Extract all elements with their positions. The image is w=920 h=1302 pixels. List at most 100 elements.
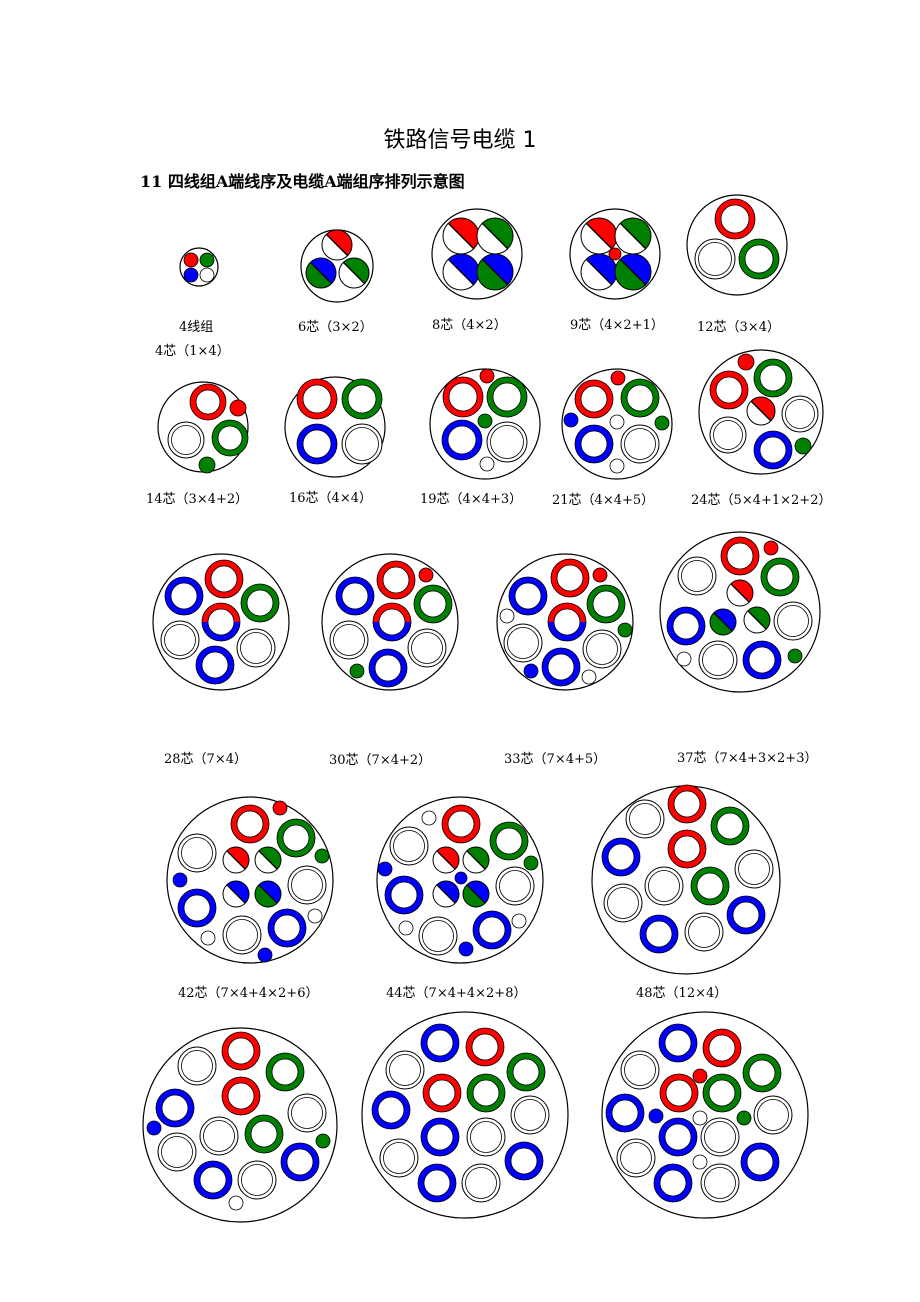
quad-group-inner xyxy=(785,399,815,429)
quad-group-blue xyxy=(268,909,306,947)
quad-group-inner xyxy=(738,853,770,885)
quad-group-red xyxy=(551,559,589,597)
quad-group-outline xyxy=(276,818,316,858)
quad-group-outline xyxy=(207,608,235,636)
quad-group-red xyxy=(205,560,243,598)
quad-group-red xyxy=(710,371,748,409)
pair-half-blue xyxy=(482,254,513,285)
pair-half-red xyxy=(448,218,479,249)
quad-group-outline xyxy=(390,881,418,909)
quad-group-green xyxy=(245,1115,283,1153)
quad-group-white xyxy=(582,629,622,669)
quad-group-outline xyxy=(201,602,241,642)
quad-group-white xyxy=(341,423,383,465)
pair-half-green xyxy=(477,259,508,290)
quad-group-green xyxy=(212,420,248,456)
quad-group-outline xyxy=(341,378,383,420)
quad-group-outline xyxy=(607,843,635,871)
quad-group-blue xyxy=(542,648,580,686)
quad-group-blue xyxy=(336,577,374,615)
quad-group-white xyxy=(510,1095,550,1135)
quad-group-outline xyxy=(227,1037,255,1065)
quad-group-white xyxy=(503,623,543,663)
pair-divider xyxy=(481,222,509,250)
quad-group-green xyxy=(691,867,729,905)
quad-group-outline xyxy=(265,1052,305,1092)
pair-half-green xyxy=(615,259,646,290)
quad-group-outline xyxy=(556,564,584,592)
quad-group-outline xyxy=(441,804,481,844)
quad-group-outline xyxy=(195,389,221,415)
pair-half-green xyxy=(482,218,513,249)
quad-group-outline xyxy=(478,916,506,944)
quad-group-inner xyxy=(333,624,365,656)
quad-group-blue xyxy=(754,431,792,469)
quad-group-outline xyxy=(422,1073,462,1113)
quad-group-outline xyxy=(221,1076,261,1116)
quad-group-outline xyxy=(720,204,750,234)
pair-divider xyxy=(481,258,509,286)
quad-group-blue xyxy=(505,1142,543,1180)
quad-group-inner xyxy=(757,1099,789,1131)
quad-group-green xyxy=(277,819,315,857)
quad-group-outline xyxy=(702,1028,742,1068)
quad-group-outline xyxy=(250,1120,278,1148)
quad-group-outline xyxy=(512,1058,540,1086)
quad-group-outline xyxy=(715,376,743,404)
quad-group-red xyxy=(466,1028,504,1066)
quad-group-white xyxy=(625,799,665,839)
quad-group-red xyxy=(703,1029,741,1067)
quad-group-outline xyxy=(204,559,244,599)
quad-group-inner xyxy=(470,1121,502,1153)
quad-group-outline xyxy=(672,612,700,640)
pair-half-red xyxy=(586,218,617,249)
quad-group-blue xyxy=(421,1118,459,1156)
quad-group-blue xyxy=(727,896,765,934)
quad-group-inner xyxy=(499,870,531,902)
quad-group-outline xyxy=(296,423,338,465)
single-core-green xyxy=(523,855,539,871)
quad-group-outline xyxy=(164,576,204,616)
quad-group-inner xyxy=(702,644,734,676)
single-core-green xyxy=(199,252,215,268)
pair-half-blue xyxy=(713,609,736,632)
quad-group-inner xyxy=(704,1121,736,1153)
single-core-blue xyxy=(146,1120,162,1136)
pair-half-white xyxy=(322,234,348,260)
quad-group-white xyxy=(495,866,535,906)
single-core-blue xyxy=(563,412,579,428)
pair-half-white xyxy=(727,583,750,606)
quad-group-outline xyxy=(506,1052,546,1092)
single-core-white xyxy=(609,414,625,430)
quad-group-outline xyxy=(471,1033,499,1061)
single-core-red xyxy=(763,540,779,556)
quad-group-inner xyxy=(624,1054,656,1086)
pair-divider xyxy=(466,884,486,904)
quad-group-outline xyxy=(574,379,614,419)
quad-group-inner xyxy=(164,624,196,656)
quad-group-blue xyxy=(165,577,203,615)
quad-group-green xyxy=(467,1074,505,1112)
quad-group-red xyxy=(377,561,415,599)
quad-group-white xyxy=(709,416,747,454)
quad-group-outline xyxy=(580,430,608,458)
quad-group-outline xyxy=(246,589,274,617)
single-core-white xyxy=(228,1195,244,1211)
diagram-label: 48芯（12×4） xyxy=(636,986,728,1001)
pair-divider xyxy=(309,261,333,285)
pair-half-white xyxy=(747,401,771,425)
quad-group-green xyxy=(587,585,625,623)
quad-group-white xyxy=(177,1046,217,1086)
quad-group-outline xyxy=(738,238,780,280)
quad-group-outline xyxy=(227,1082,255,1110)
quad-group-outline xyxy=(639,914,679,954)
quad-group-inner xyxy=(422,920,454,952)
quad-group-blue xyxy=(281,1143,319,1181)
pair-divider xyxy=(226,850,246,870)
pair-half-blue xyxy=(310,258,336,284)
pair-divider xyxy=(747,610,767,630)
quad-group-outline xyxy=(732,901,760,929)
diagram-label: 8芯（4×2） xyxy=(432,318,507,333)
quad-group-outline xyxy=(377,1096,405,1124)
